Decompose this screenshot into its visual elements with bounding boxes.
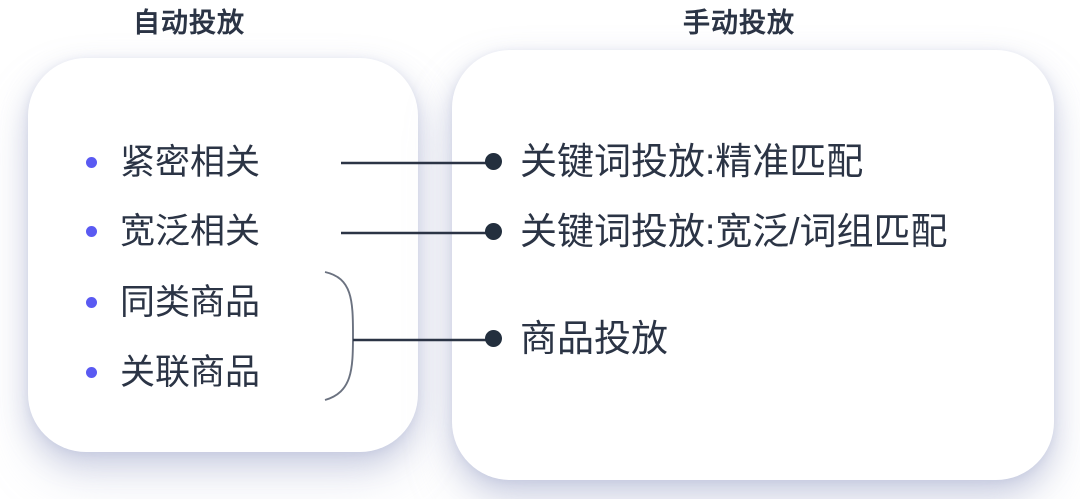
auto-targeting-card [28, 58, 418, 452]
bullet-dot-icon [86, 367, 97, 378]
list-item-label: 同类商品 [120, 283, 261, 322]
bullet-dot-icon [485, 330, 502, 347]
bullet-dot-icon [485, 153, 502, 170]
list-item: 紧密相关 [86, 145, 260, 180]
bullet-dot-icon [86, 226, 97, 237]
list-item-label: 关联商品 [120, 353, 261, 392]
list-item: 商品投放 [485, 320, 668, 357]
list-item: 宽泛相关 [86, 214, 260, 249]
list-item-label: 商品投放 [520, 318, 668, 359]
manual-targeting-card [452, 50, 1054, 480]
list-item: 关联商品 [86, 355, 260, 390]
list-item-label: 宽泛相关 [120, 212, 261, 251]
bullet-dot-icon [86, 297, 97, 308]
list-item: 同类商品 [86, 285, 260, 320]
bullet-dot-icon [485, 223, 502, 240]
list-item-label: 紧密相关 [120, 143, 261, 182]
list-item: 关键词投放:宽泛/词组匹配 [485, 213, 948, 250]
list-item: 关键词投放:精准匹配 [485, 143, 863, 180]
auto-targeting-title: 自动投放 [133, 8, 245, 38]
manual-targeting-title: 手动投放 [683, 8, 795, 38]
list-item-label: 关键词投放:宽泛/词组匹配 [520, 211, 948, 252]
bullet-dot-icon [86, 157, 97, 168]
list-item-label: 关键词投放:精准匹配 [520, 141, 864, 182]
